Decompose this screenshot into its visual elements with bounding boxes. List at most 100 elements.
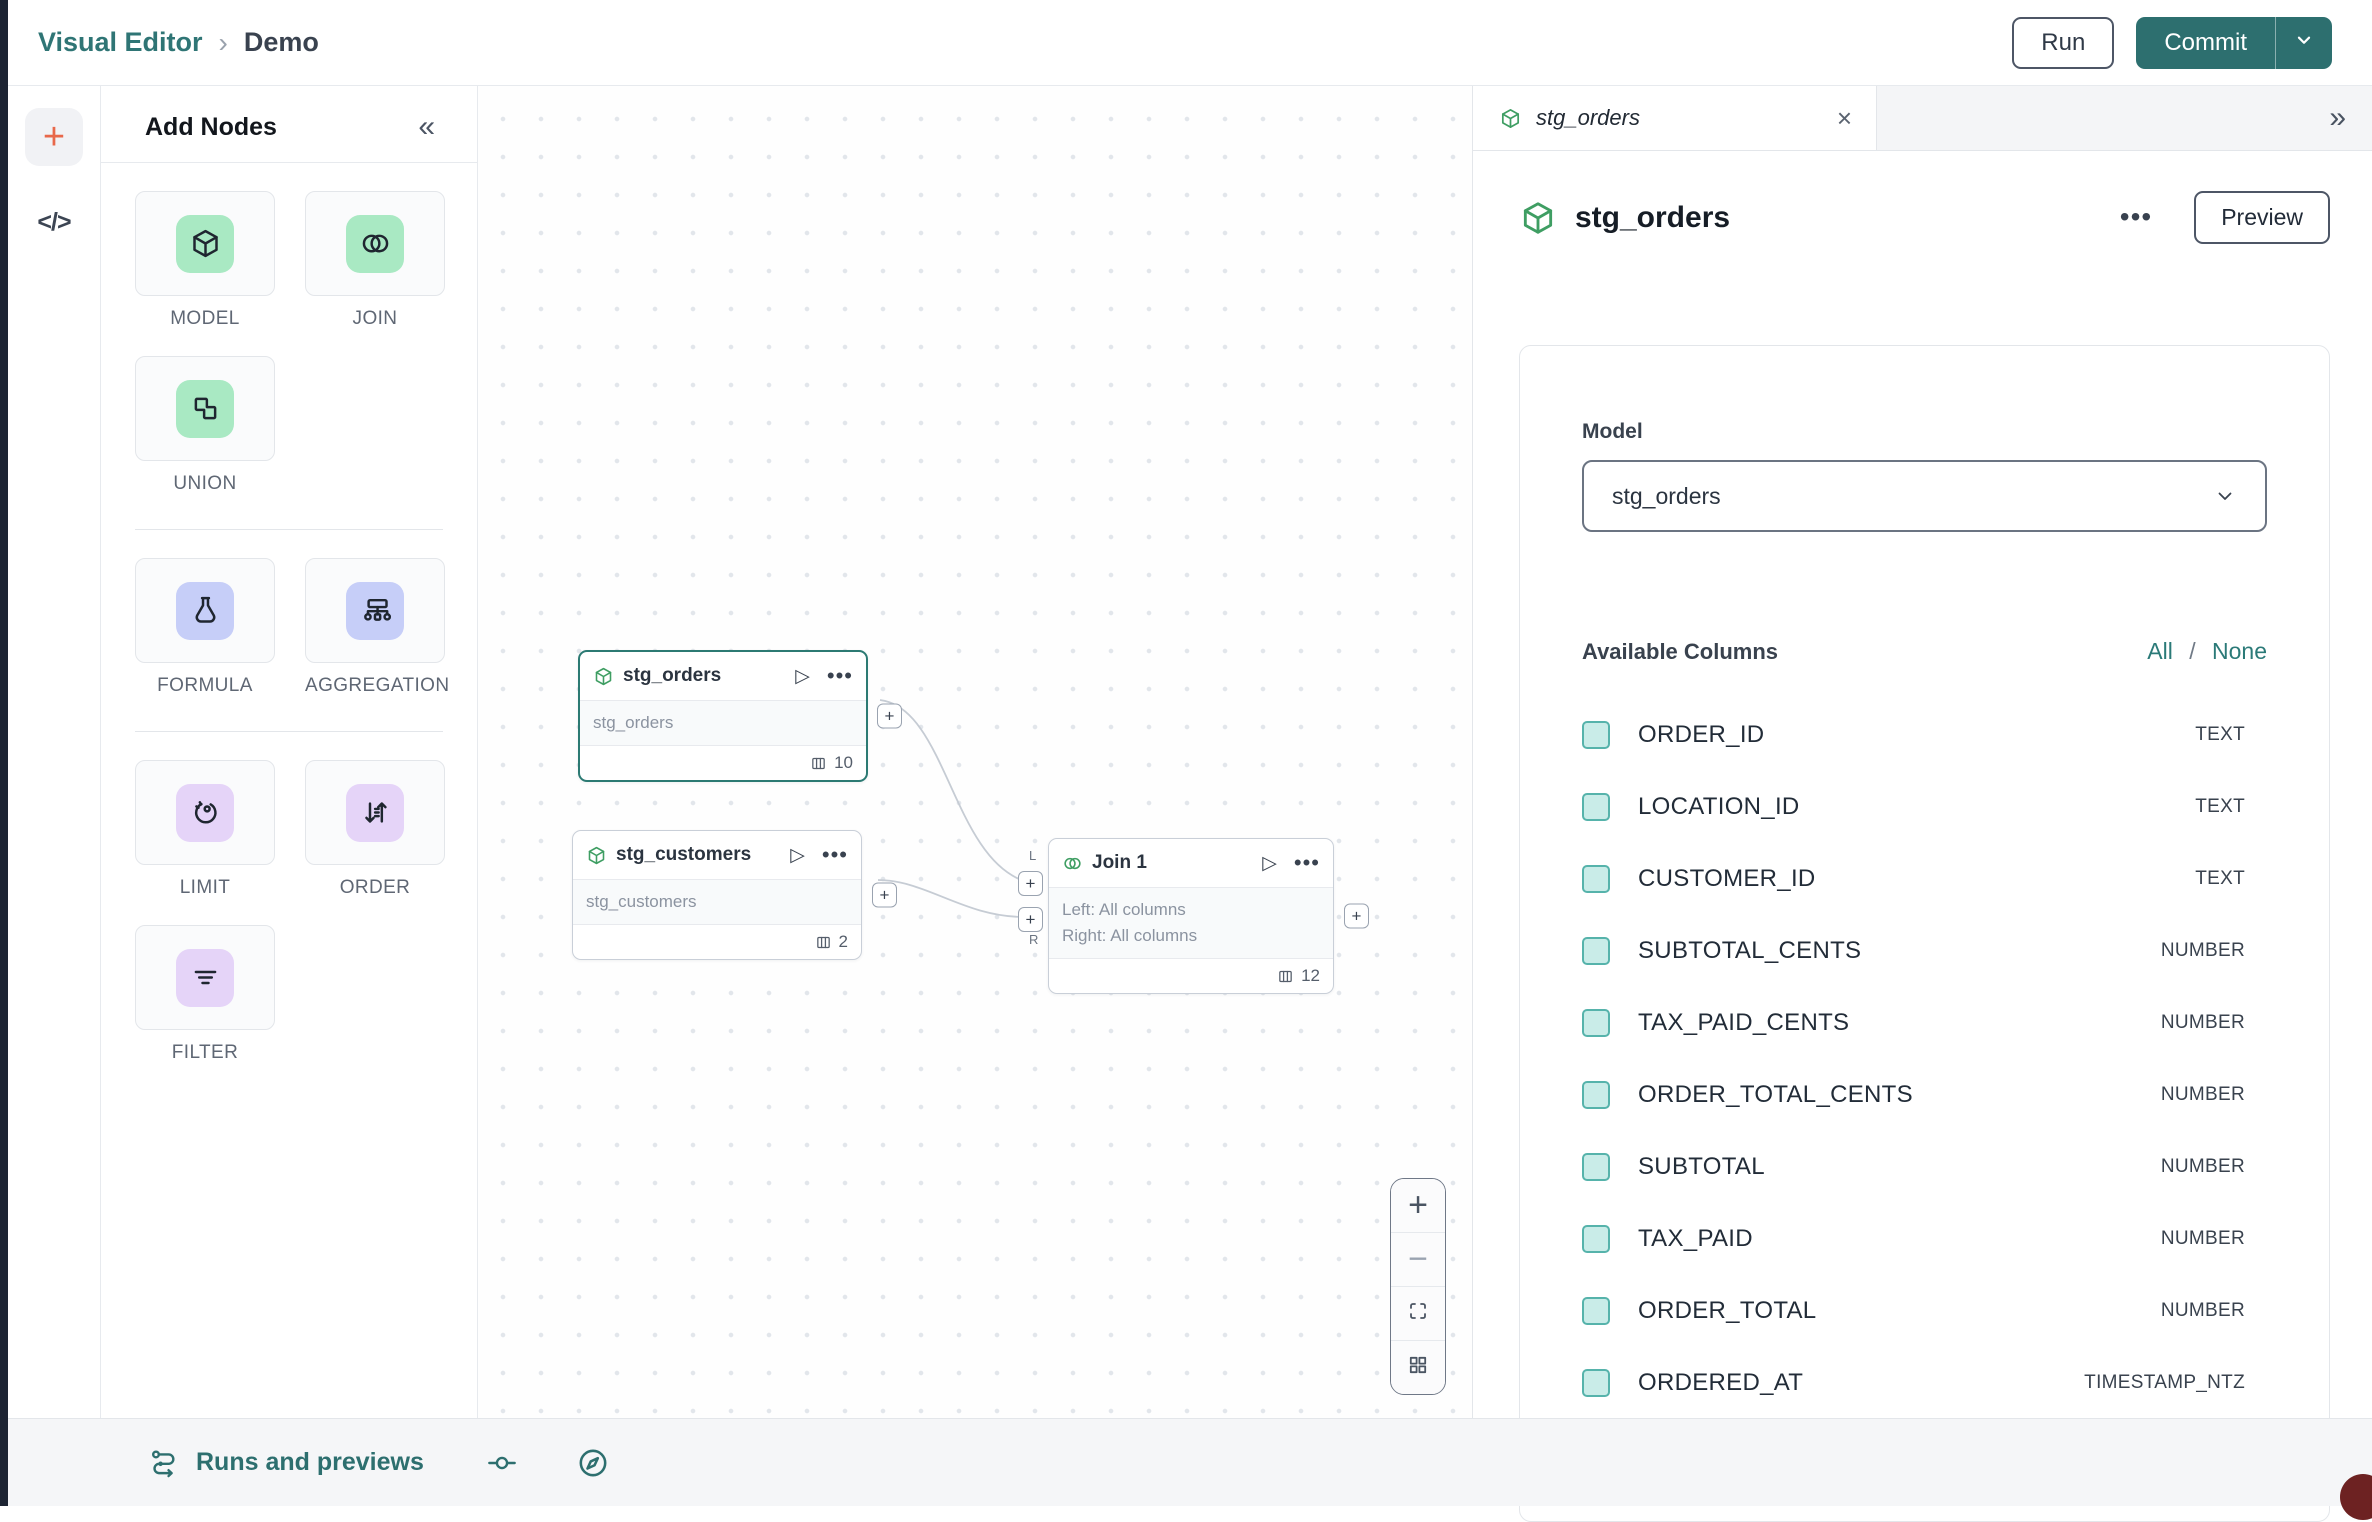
model-cube-icon	[1499, 107, 1522, 130]
breadcrumb-visual-editor[interactable]: Visual Editor	[38, 27, 203, 57]
node-group-divider	[135, 529, 443, 530]
tab-stg-orders[interactable]: stg_orders ×	[1473, 86, 1877, 150]
node-tile-label: FILTER	[171, 1042, 239, 1063]
column-checkbox[interactable]	[1582, 1153, 1610, 1181]
run-node-icon[interactable]: ▷	[1262, 852, 1277, 874]
code-view-button[interactable]: </>	[37, 208, 71, 237]
node-menu-icon[interactable]: •••	[821, 842, 848, 868]
formula-icon	[176, 581, 234, 640]
add-connection-handle[interactable]: +	[877, 703, 902, 729]
inspector-header: stg_orders ••• Preview	[1519, 191, 2330, 244]
preview-button[interactable]: Preview	[2194, 191, 2330, 244]
node-tile-label: LIMIT	[179, 877, 231, 898]
filter-icon	[176, 948, 234, 1007]
edges-layer	[877, 699, 1025, 918]
left-icon-rail: + </>	[8, 86, 101, 1506]
node-tile-aggregation[interactable]: AGGREGATION	[305, 558, 450, 713]
canvas-node-stg-orders[interactable]: stg_orders ▷ ••• stg_orders 10 +	[578, 650, 902, 782]
column-name: LOCATION_ID	[1638, 793, 1800, 820]
column-type: NUMBER	[2160, 1084, 2245, 1105]
run-button[interactable]: Run	[2012, 16, 2115, 69]
join-config: Left: All columns Right: All columns	[1049, 888, 1333, 959]
node-tile-label: FORMULA	[157, 675, 253, 696]
available-columns-header: Available Columns All / None	[1582, 638, 2267, 665]
column-checkbox[interactable]	[1582, 1369, 1610, 1397]
node-column-count: 10	[834, 753, 853, 772]
canvas-node-join-1[interactable]: Join 1 ▷ ••• Left: All columns Right: Al…	[1018, 838, 1369, 994]
close-tab-icon[interactable]: ×	[1836, 103, 1852, 133]
tab-label: stg_orders	[1536, 105, 1640, 130]
canvas-node-stg-customers[interactable]: stg_customers ▷ ••• stg_customers 2 +	[572, 830, 897, 960]
commit-button[interactable]: Commit	[2164, 28, 2247, 56]
inspector-menu-icon[interactable]: •••	[2119, 201, 2153, 233]
fit-view-button[interactable]	[1391, 1286, 1445, 1340]
model-select[interactable]: stg_orders	[1582, 460, 2267, 532]
column-checkbox[interactable]	[1582, 937, 1610, 965]
run-node-icon[interactable]: ▷	[790, 844, 805, 866]
corner-badge	[2340, 1474, 2372, 1520]
column-checkbox[interactable]	[1582, 1297, 1610, 1325]
column-name: ORDER_ID	[1638, 721, 1765, 748]
available-columns-label: Available Columns	[1582, 639, 1779, 664]
zoom-out-icon: −	[1408, 1240, 1428, 1278]
zoom-out-button[interactable]: −	[1391, 1232, 1445, 1286]
join-left-line: Left: All columns	[1062, 900, 1186, 919]
join-right-input-handle[interactable]: +	[1018, 907, 1043, 932]
model-cube-icon	[586, 845, 607, 866]
column-name: ORDER_TOTAL_CENTS	[1638, 1081, 1913, 1108]
breadcrumb-current: Demo	[243, 27, 319, 57]
add-connection-handle[interactable]: +	[1344, 903, 1369, 929]
zoom-in-button[interactable]: +	[1391, 1179, 1445, 1232]
column-checkbox[interactable]	[1582, 793, 1610, 821]
node-footer: 2	[573, 925, 861, 959]
app-edge-strip	[0, 0, 8, 1506]
node-tile-model[interactable]: MODEL	[135, 191, 275, 346]
inspector-panel: stg_orders × » stg_orders ••• Preview Mo…	[1472, 86, 2372, 1522]
node-tile-card	[135, 925, 275, 1030]
join-left-input-handle[interactable]: +	[1018, 871, 1043, 896]
column-checkbox[interactable]	[1582, 1081, 1610, 1109]
run-node-icon[interactable]: ▷	[795, 665, 810, 687]
model-cube-icon	[1519, 199, 1557, 237]
node-tile-limit[interactable]: LIMIT	[135, 760, 275, 915]
add-node-button[interactable]: +	[25, 108, 83, 166]
inspector-tab-bar: stg_orders × »	[1473, 86, 2372, 151]
node-tile-label: UNION	[173, 473, 237, 494]
flow-canvas[interactable]: stg_orders ▷ ••• stg_orders 10 + stg_cus…	[478, 86, 1472, 1506]
expand-panel-icon[interactable]: »	[2329, 101, 2346, 134]
runs-and-previews-button[interactable]: Runs and previews	[148, 1447, 424, 1479]
node-menu-icon[interactable]: •••	[1293, 850, 1320, 876]
node-tile-card	[135, 558, 275, 663]
node-tile-order[interactable]: ORDER	[305, 760, 445, 915]
column-name: ORDER_TOTAL	[1638, 1297, 1817, 1324]
grid-view-button[interactable]	[1391, 1340, 1445, 1394]
select-none-link[interactable]: None	[2212, 638, 2267, 664]
commit-dropdown-button[interactable]	[2276, 17, 2332, 69]
column-checkbox[interactable]	[1582, 1009, 1610, 1037]
column-checkbox[interactable]	[1582, 721, 1610, 749]
node-tile-label: AGGREGATION	[305, 675, 450, 696]
column-type: NUMBER	[2160, 1300, 2245, 1321]
column-type: TEXT	[2195, 724, 2245, 745]
node-tile-join[interactable]: JOIN	[305, 191, 445, 346]
node-tile-filter[interactable]: FILTER	[135, 925, 275, 1080]
add-connection-handle[interactable]: +	[872, 882, 897, 908]
node-menu-icon[interactable]: •••	[826, 663, 853, 689]
node-header: stg_customers ▷ •••	[573, 831, 861, 880]
node-tile-formula[interactable]: FORMULA	[135, 558, 275, 713]
column-checkbox[interactable]	[1582, 1225, 1610, 1253]
model-select-value: stg_orders	[1612, 482, 1721, 509]
column-type: TEXT	[2195, 796, 2245, 817]
commit-node-icon[interactable]	[486, 1447, 518, 1479]
select-all-link[interactable]: All	[2147, 638, 2173, 664]
column-checkbox[interactable]	[1582, 865, 1610, 893]
node-group-divider	[135, 731, 443, 732]
compass-icon[interactable]	[576, 1446, 610, 1480]
collapse-panel-icon[interactable]: «	[418, 110, 435, 143]
node-tile-card	[135, 760, 275, 865]
column-row: ORDER_TOTAL_CENTS NUMBER	[1582, 1059, 2267, 1131]
node-tile-union[interactable]: UNION	[135, 356, 275, 511]
column-type: NUMBER	[2160, 1228, 2245, 1249]
